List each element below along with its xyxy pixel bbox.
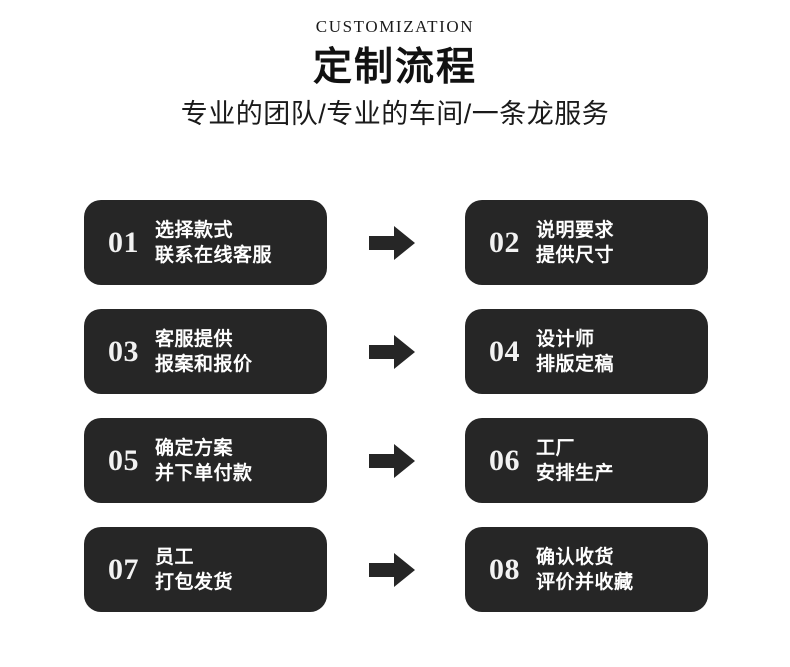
step-number: 07: [108, 552, 139, 586]
step-card-07[interactable]: 07 员工 打包发货: [84, 527, 327, 612]
step-line-2: 报案和报价: [155, 353, 253, 375]
step-number: 01: [108, 225, 139, 259]
step-card-04[interactable]: 04 设计师 排版定稿: [465, 309, 708, 394]
step-number: 05: [108, 443, 139, 477]
step-text: 员工 打包发货: [155, 545, 233, 595]
step-line-1: 选择款式: [155, 219, 234, 241]
step-line-1: 工厂: [536, 437, 576, 459]
step-card-05[interactable]: 05 确定方案 并下单付款: [84, 418, 327, 503]
arrow-right-icon: [369, 309, 415, 394]
step-number: 02: [489, 225, 520, 259]
step-line-1: 员工: [155, 546, 195, 568]
step-line-1: 确认收货: [536, 546, 615, 568]
step-line-1: 确定方案: [155, 437, 234, 459]
step-line-2: 提供尺寸: [536, 244, 615, 266]
step-list: 01 选择款式 联系在线客服 02 说明要求 提供尺寸: [84, 200, 708, 612]
page-header: CUSTOMIZATION 定制流程 专业的团队/专业的车间/一条龙服务: [0, 0, 790, 132]
step-card-01[interactable]: 01 选择款式 联系在线客服: [84, 200, 327, 285]
step-text: 客服提供 报案和报价: [155, 327, 253, 377]
step-line-2: 排版定稿: [536, 353, 615, 375]
step-row: 05 确定方案 并下单付款 06 工厂 安排生产: [84, 418, 708, 503]
arrow-right-icon: [369, 200, 415, 285]
step-card-03[interactable]: 03 客服提供 报案和报价: [84, 309, 327, 394]
step-line-2: 安排生产: [536, 462, 615, 484]
step-text: 工厂 安排生产: [536, 436, 614, 486]
step-number: 06: [489, 443, 520, 477]
step-text: 确认收货 评价并收藏: [536, 545, 634, 595]
step-text: 选择款式 联系在线客服: [155, 218, 272, 268]
step-card-06[interactable]: 06 工厂 安排生产: [465, 418, 708, 503]
step-card-02[interactable]: 02 说明要求 提供尺寸: [465, 200, 708, 285]
arrow-right-icon: [369, 527, 415, 612]
step-row: 03 客服提供 报案和报价 04 设计师 排版定稿: [84, 309, 708, 394]
step-text: 说明要求 提供尺寸: [536, 218, 614, 268]
page-title: 定制流程: [312, 46, 477, 89]
step-number: 04: [489, 334, 520, 368]
step-line-2: 并下单付款: [155, 462, 253, 484]
step-line-2: 评价并收藏: [536, 571, 634, 593]
step-line-1: 设计师: [536, 328, 595, 350]
arrow-right-icon: [369, 418, 415, 503]
step-card-08[interactable]: 08 确认收货 评价并收藏: [465, 527, 708, 612]
step-number: 03: [108, 334, 139, 368]
step-number: 08: [489, 552, 520, 586]
step-line-1: 说明要求: [536, 219, 615, 241]
step-row: 07 员工 打包发货 08 确认收货 评价并收藏: [84, 527, 708, 612]
header-eyebrow: CUSTOMIZATION: [315, 17, 475, 36]
step-line-2: 联系在线客服: [155, 244, 273, 266]
step-line-2: 打包发货: [155, 571, 234, 593]
step-row: 01 选择款式 联系在线客服 02 说明要求 提供尺寸: [84, 200, 708, 285]
step-text: 确定方案 并下单付款: [155, 436, 253, 486]
step-line-1: 客服提供: [155, 328, 234, 350]
page-subtitle: 专业的团队/专业的车间/一条龙服务: [180, 99, 610, 129]
step-text: 设计师 排版定稿: [536, 327, 614, 377]
